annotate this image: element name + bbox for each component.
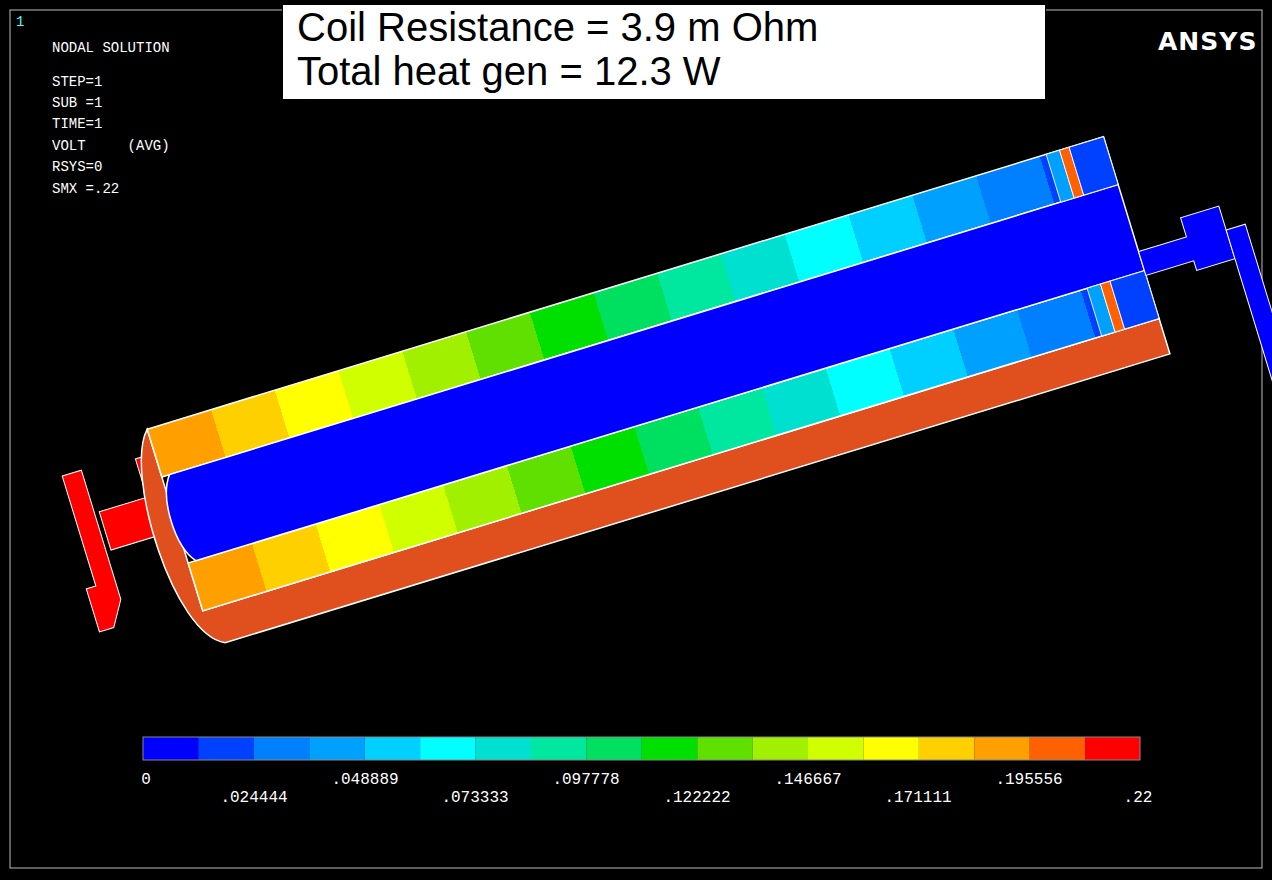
scale-value: .122222 <box>663 789 730 807</box>
substep-info: SUB =1 <box>52 95 102 111</box>
step-info: STEP=1 <box>52 74 102 90</box>
result-item: VOLT (AVG) <box>52 138 170 154</box>
scale-value: .097778 <box>552 771 619 789</box>
note-line: Total heat gen = 12.3 W <box>297 49 1031 93</box>
software-logo: ANSYS <box>1158 28 1257 56</box>
outer-shell <box>123 137 1169 654</box>
note-line: Coil Resistance = 3.9 m Ohm <box>297 5 1031 49</box>
right-tab <box>1226 220 1272 407</box>
time-info: TIME=1 <box>52 116 102 132</box>
coil-model <box>47 100 1272 756</box>
window-number: 1 <box>16 14 24 30</box>
scale-value: .024444 <box>220 789 287 807</box>
scale-value: .171111 <box>884 789 951 807</box>
max-value: SMX =.22 <box>52 181 119 197</box>
plot-heading: NODAL SOLUTION <box>52 40 170 56</box>
scale-value: .048889 <box>331 771 398 789</box>
coordinate-system: RSYS=0 <box>52 159 102 175</box>
note-box: Coil Resistance = 3.9 m OhmTotal heat ge… <box>282 4 1046 100</box>
inner-bore <box>158 185 1144 565</box>
color-bar <box>143 737 1140 760</box>
scale-value: .195556 <box>995 771 1062 789</box>
scale-value: .22 <box>1124 789 1153 807</box>
plot-frame <box>10 10 1262 868</box>
scale-value: 0 <box>141 771 151 789</box>
right-terminal <box>1133 206 1235 285</box>
left-tab <box>53 470 128 632</box>
scale-value: .073333 <box>441 789 508 807</box>
scale-value: .146667 <box>774 771 841 789</box>
